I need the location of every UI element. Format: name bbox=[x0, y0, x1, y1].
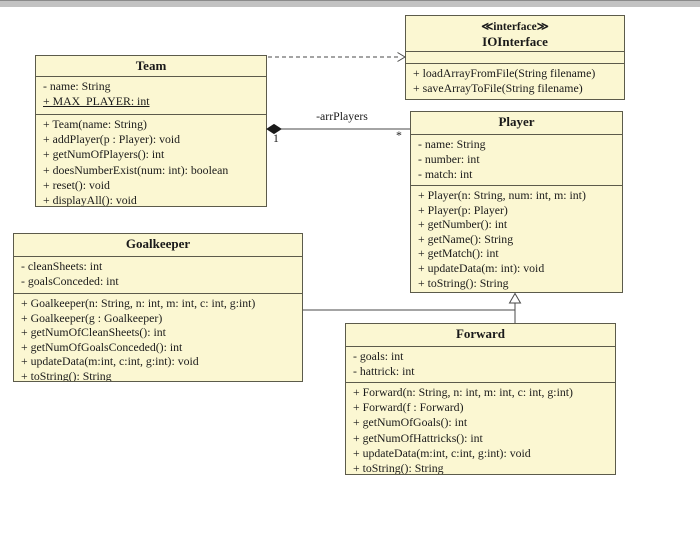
method-row: + getNumOfGoalsConceded(): int bbox=[21, 339, 183, 354]
composition-line-team-to-player bbox=[266, 123, 410, 135]
class-title-player: Player bbox=[498, 114, 535, 129]
method-row: + Team(name: String) bbox=[43, 117, 147, 131]
attribute-row-static: + MAX_PLAYER: int bbox=[43, 94, 150, 109]
method-row: + getNumOfGoals(): int bbox=[353, 415, 468, 430]
class-box-player: Player - name: String - number: int - ma… bbox=[410, 111, 623, 293]
class-title-goalkeeper: Goalkeeper bbox=[125, 236, 191, 251]
method-row: + displayAll(): void bbox=[43, 193, 137, 207]
method-row: + reset(): void bbox=[43, 177, 110, 192]
method-row: + Forward(n: String, n: int, m: int, c: … bbox=[353, 385, 573, 399]
method-row: + getMatch(): int bbox=[418, 246, 499, 261]
attributes-compartment-iointerface-empty bbox=[406, 51, 624, 63]
class-box-iointerface: ≪interface≫ IOInterface + loadArrayFromF… bbox=[405, 15, 625, 100]
method-row: + updateData(m:int, c:int, g:int): void bbox=[21, 354, 199, 369]
class-box-team: Team - name: String + MAX_PLAYER: int + … bbox=[35, 55, 267, 207]
method-row: + updateData(m:int, c:int, g:int): void bbox=[353, 445, 531, 460]
class-box-forward: Forward - goals: int - hattrick: int + F… bbox=[345, 323, 616, 475]
attribute-row: - hattrick: int bbox=[353, 364, 415, 379]
method-row: + loadArrayFromFile(String filename) bbox=[413, 66, 596, 80]
method-row: + getNumber(): int bbox=[418, 217, 508, 232]
attributes-compartment-player: - name: String - number: int - match: in… bbox=[411, 134, 622, 185]
stereotype-label: ≪interface≫ bbox=[481, 21, 549, 33]
methods-compartment-team: + Team(name: String) + addPlayer(p : Pla… bbox=[36, 114, 266, 207]
method-row: + updateData(m: int): void bbox=[418, 260, 545, 275]
method-row: + getNumOfPlayers(): int bbox=[43, 147, 165, 162]
method-row: + Player(n: String, num: int, m: int) bbox=[418, 188, 586, 202]
generalization-lines-to-player bbox=[303, 292, 522, 323]
attribute-row: - match: int bbox=[418, 167, 473, 182]
methods-compartment-goalkeeper: + Goalkeeper(n: String, n: int, m: int, … bbox=[14, 293, 302, 382]
hollow-triangle-icon bbox=[508, 292, 522, 304]
class-title-team: Team bbox=[135, 58, 167, 73]
class-title-iointerface: ≪interface≫ IOInterface bbox=[406, 16, 624, 51]
attribute-row: - goals: int bbox=[353, 349, 404, 363]
method-row: + saveArrayToFile(String filename) bbox=[413, 81, 583, 96]
dependency-arrow-team-to-iointerface bbox=[268, 52, 406, 62]
attribute-row: - name: String bbox=[43, 79, 111, 93]
method-row: + Player(p: Player) bbox=[418, 202, 508, 217]
method-row: + addPlayer(p : Player): void bbox=[43, 132, 181, 147]
class-name-label: IOInterface bbox=[482, 34, 548, 49]
attributes-compartment-goalkeeper: - cleanSheets: int - goalsConceded: int bbox=[14, 256, 302, 293]
class-title-forward: Forward bbox=[455, 326, 506, 341]
method-row: + toString(): String bbox=[353, 461, 444, 475]
composition-role-label: -arrPlayers bbox=[316, 109, 368, 123]
class-box-goalkeeper: Goalkeeper - cleanSheets: int - goalsCon… bbox=[13, 233, 303, 382]
methods-compartment-player: + Player(n: String, num: int, m: int) + … bbox=[411, 185, 622, 292]
methods-compartment-forward: + Forward(n: String, n: int, m: int, c: … bbox=[346, 382, 615, 475]
method-row: + Goalkeeper(g : Goalkeeper) bbox=[21, 310, 163, 325]
attributes-compartment-forward: - goals: int - hattrick: int bbox=[346, 346, 615, 382]
method-row: + Goalkeeper(n: String, n: int, m: int, … bbox=[21, 296, 256, 310]
method-row: + toString(): String bbox=[21, 368, 112, 382]
method-row: + Forward(f : Forward) bbox=[353, 400, 464, 415]
multiplicity-many-label: * bbox=[396, 128, 402, 142]
attributes-compartment-team: - name: String + MAX_PLAYER: int bbox=[36, 76, 266, 114]
multiplicity-one-label: 1 bbox=[273, 131, 279, 145]
method-row: + getName(): String bbox=[418, 231, 514, 246]
method-row: + doesNumberExist(num: int): boolean bbox=[43, 162, 229, 177]
open-arrowhead-icon bbox=[397, 52, 406, 62]
attribute-row: - number: int bbox=[418, 152, 480, 167]
method-row: + toString(): String bbox=[418, 275, 509, 290]
method-row: + getNumOfCleanSheets(): int bbox=[21, 325, 166, 340]
window-bottom-bar bbox=[0, 0, 700, 7]
attribute-row: - goalsConceded: int bbox=[21, 274, 119, 289]
methods-compartment-iointerface: + loadArrayFromFile(String filename) + s… bbox=[406, 63, 624, 99]
method-row: + getNumOfHattricks(): int bbox=[353, 430, 483, 445]
attribute-row: - cleanSheets: int bbox=[21, 259, 103, 273]
attribute-row: - name: String bbox=[418, 137, 486, 151]
